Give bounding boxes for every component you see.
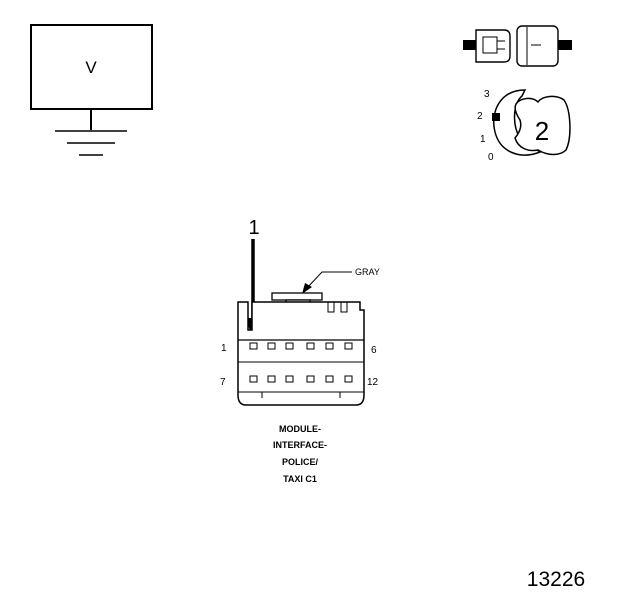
pin-cavity bbox=[325, 375, 334, 383]
connector-title-line-3: POLICE/ bbox=[282, 457, 319, 467]
pin-cavity bbox=[267, 375, 276, 383]
figure-number: 13226 bbox=[527, 568, 585, 591]
pin-cavity bbox=[306, 342, 315, 350]
ignition-position-2: 2 bbox=[477, 111, 483, 122]
connector-c1: 1 6 7 12 bbox=[220, 292, 379, 406]
pin-label-12: 12 bbox=[367, 377, 379, 388]
voltmeter-label: V bbox=[85, 58, 97, 77]
pin-cavity bbox=[325, 342, 334, 350]
pin-label-6: 6 bbox=[371, 345, 377, 356]
color-leader-line bbox=[306, 271, 352, 289]
voltmeter: V bbox=[30, 24, 153, 156]
connector-title-line-2: INTERFACE- bbox=[273, 440, 327, 450]
pin-cavity bbox=[267, 342, 276, 350]
ignition-switch-icon: 3 2 1 0 2 bbox=[477, 89, 571, 163]
ignition-position-3: 3 bbox=[484, 89, 490, 100]
pin-row-top bbox=[249, 342, 353, 350]
ignition-position-0: 0 bbox=[488, 152, 494, 163]
connector-title-line-4: TAXI C1 bbox=[283, 474, 317, 484]
connector-disconnect-icon bbox=[463, 25, 572, 67]
pin-cavity bbox=[285, 375, 294, 383]
pin-cavity bbox=[344, 342, 353, 350]
pin-cavity bbox=[285, 342, 294, 350]
voltmeter-box bbox=[30, 24, 153, 110]
pin-cavity bbox=[249, 342, 258, 350]
connector-title: MODULE- INTERFACE- POLICE/ TAXI C1 bbox=[273, 424, 327, 484]
connector-title-line-1: MODULE- bbox=[279, 424, 321, 434]
connector-color-label: GRAY bbox=[355, 267, 380, 277]
pin-label-7: 7 bbox=[220, 377, 226, 388]
color-label-group: GRAY bbox=[302, 267, 380, 294]
pin-cavity bbox=[344, 375, 353, 383]
pin-label-1: 1 bbox=[221, 343, 227, 354]
pin-cavity bbox=[249, 375, 258, 383]
pin-cavity bbox=[306, 375, 315, 383]
ignition-key-label: 2 bbox=[535, 116, 549, 146]
ignition-position-1: 1 bbox=[480, 134, 486, 145]
callout-number: 1 bbox=[248, 217, 259, 239]
ground-symbol bbox=[55, 130, 127, 156]
pin-row-bottom bbox=[249, 375, 353, 383]
